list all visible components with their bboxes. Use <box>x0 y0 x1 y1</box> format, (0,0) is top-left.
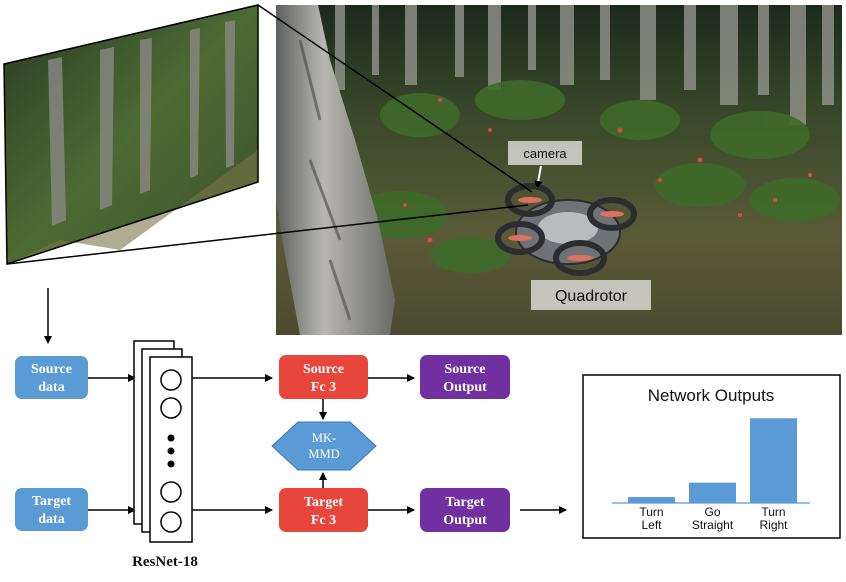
source-data-label-1: Source <box>31 362 72 377</box>
network-outputs-panel <box>582 374 841 539</box>
source-fc-label-1: Source <box>303 362 344 377</box>
camera-label: camera <box>523 146 567 161</box>
mkmmd-label-1: MK- <box>312 431 336 445</box>
target-data-label-2: data <box>38 512 64 527</box>
target-fc-label-2: Fc 3 <box>311 513 336 528</box>
bar-1 <box>689 482 736 503</box>
quadrotor-label: Quadrotor <box>555 288 628 305</box>
mkmmd-node <box>271 421 377 471</box>
target-fc-label-1: Target <box>304 495 343 510</box>
chart-title: Network Outputs <box>648 386 775 405</box>
source-output-label-1: Source <box>445 362 486 377</box>
bar-label-2-1: Right <box>759 518 788 532</box>
bar-label-2-0: Turn <box>761 505 785 519</box>
source-data-box <box>15 356 88 399</box>
target-data-box <box>15 488 88 531</box>
target-output-label-2: Output <box>443 513 487 528</box>
bar-2 <box>750 418 797 503</box>
quadrotor-drone <box>495 183 637 276</box>
source-fc-label-2: Fc 3 <box>311 380 336 395</box>
chart-bars <box>628 418 797 503</box>
camera-pointer <box>534 165 543 189</box>
bar-label-0-1: Left <box>641 518 662 532</box>
source-output-box <box>420 355 510 399</box>
quadrotor-label-box <box>531 280 651 310</box>
bar-0 <box>628 497 675 503</box>
resnet-backbone <box>133 340 193 543</box>
camera-view-image <box>3 4 259 266</box>
target-data-label-1: Target <box>32 494 71 509</box>
projection-line-bottom <box>6 204 529 265</box>
bar-label-1-0: Go <box>704 505 720 519</box>
target-output-box <box>420 488 510 532</box>
target-output-label-1: Target <box>445 495 484 510</box>
source-fc-box <box>279 355 368 399</box>
resnet-label: ResNet-18 <box>132 554 198 570</box>
bar-label-0-0: Turn <box>639 505 663 519</box>
projection-line-top <box>257 4 533 193</box>
mkmmd-label-2: MMD <box>308 447 339 461</box>
camera-label-box <box>508 141 582 165</box>
source-data-label-2: data <box>38 380 64 395</box>
target-fc-box <box>279 488 368 532</box>
source-output-label-2: Output <box>443 380 487 395</box>
bar-label-1-1: Straight <box>692 518 734 532</box>
